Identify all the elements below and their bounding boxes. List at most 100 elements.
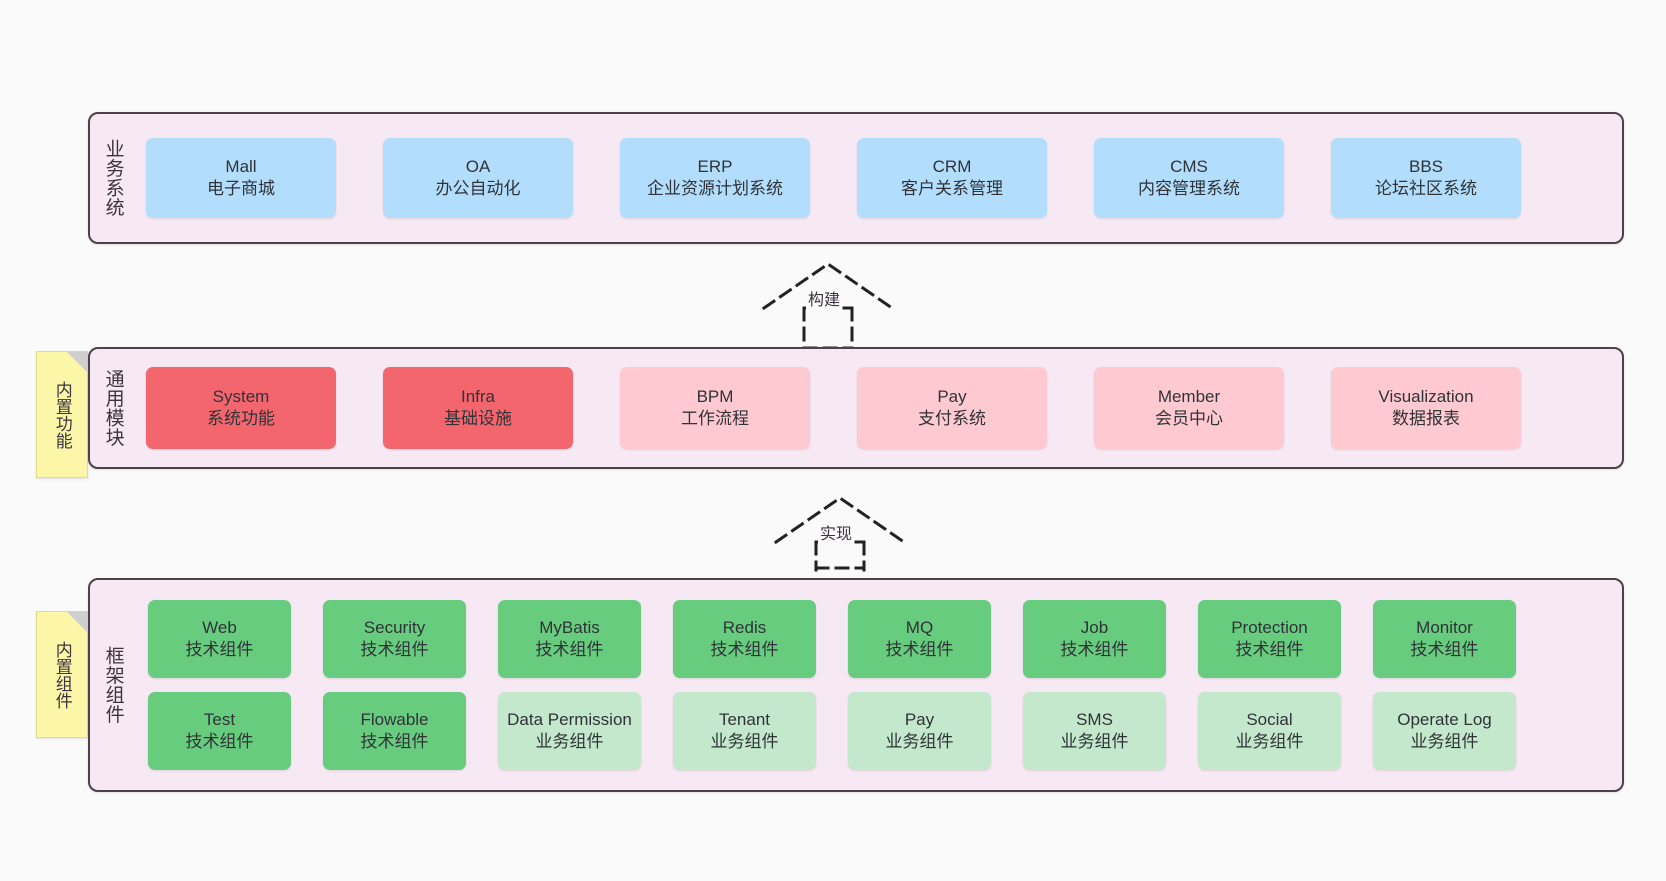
framework-node-social[interactable]: Social 业务组件 (1198, 692, 1341, 770)
node-subtitle: 技术组件 (535, 640, 604, 659)
business-node-oa[interactable]: OA 办公自动化 (383, 138, 573, 218)
framework-node-security[interactable]: Security 技术组件 (323, 600, 466, 678)
node-title: Data Permission (507, 709, 632, 729)
node-subtitle: 业务组件 (1235, 732, 1304, 751)
connector-implement-label: 实现 (818, 520, 855, 544)
node-subtitle: 工作流程 (681, 409, 749, 428)
node-title: Tenant (718, 709, 771, 729)
node-subtitle: 技术组件 (1060, 640, 1129, 659)
node-title: Test (203, 709, 236, 729)
business-node-mall[interactable]: Mall 电子商城 (146, 138, 336, 218)
node-title: Protection (1231, 617, 1308, 637)
node-title: Social (1246, 709, 1293, 729)
node-title: Pay (904, 709, 935, 729)
node-subtitle: 会员中心 (1155, 409, 1223, 428)
framework-node-flowable[interactable]: Flowable 技术组件 (323, 692, 466, 770)
node-subtitle: 数据报表 (1392, 409, 1460, 428)
node-subtitle: 技术组件 (1410, 640, 1479, 659)
node-title: BBS (1408, 156, 1444, 176)
connector-implement: 实现 (772, 492, 912, 572)
node-title: Member (1157, 386, 1221, 406)
node-title: Web (202, 617, 237, 637)
layer-title-business-system: 业务系统 (102, 139, 124, 217)
note-builtin-component: 内置组件 (36, 611, 88, 738)
node-subtitle: 技术组件 (885, 640, 954, 659)
node-title: CRM (932, 156, 972, 176)
framework-node-tenant[interactable]: Tenant 业务组件 (673, 692, 816, 770)
node-title: ERP (697, 156, 733, 176)
node-title: OA (465, 156, 491, 176)
node-subtitle: 业务组件 (1410, 732, 1479, 751)
node-title: Redis (722, 617, 767, 637)
node-subtitle: 技术组件 (185, 732, 254, 751)
framework-node-mq[interactable]: MQ 技术组件 (848, 600, 991, 678)
node-title: Flowable (360, 709, 429, 729)
node-subtitle: 技术组件 (360, 640, 429, 659)
note-fold-corner-icon (67, 352, 87, 372)
framework-node-operate-log[interactable]: Operate Log 业务组件 (1373, 692, 1516, 770)
node-title: CMS (1170, 156, 1208, 176)
framework-node-test[interactable]: Test 技术组件 (148, 692, 291, 770)
module-node-bpm[interactable]: BPM 工作流程 (620, 367, 810, 449)
note-builtin-component-label: 内置组件 (52, 640, 72, 709)
node-title: Operate Log (1397, 709, 1492, 729)
node-title: Infra (460, 386, 496, 406)
node-subtitle: 系统功能 (207, 409, 275, 428)
node-title: SMS (1076, 709, 1113, 729)
framework-node-data-permission[interactable]: Data Permission 业务组件 (498, 692, 641, 770)
node-subtitle: 企业资源计划系统 (647, 179, 783, 198)
node-title: MQ (905, 617, 934, 637)
framework-node-protection[interactable]: Protection 技术组件 (1198, 600, 1341, 678)
connector-build-label: 构建 (806, 286, 843, 310)
framework-node-web[interactable]: Web 技术组件 (148, 600, 291, 678)
note-builtin-function: 内置功能 (36, 351, 88, 478)
layer-title-framework-component: 框架组件 (102, 646, 124, 724)
node-title: Mall (225, 156, 257, 176)
framework-node-job[interactable]: Job 技术组件 (1023, 600, 1166, 678)
node-subtitle: 办公自动化 (435, 179, 521, 198)
framework-node-sms[interactable]: SMS 业务组件 (1023, 692, 1166, 770)
module-node-system[interactable]: System 系统功能 (146, 367, 336, 449)
module-node-pay[interactable]: Pay 支付系统 (857, 367, 1047, 449)
business-node-erp[interactable]: ERP 企业资源计划系统 (620, 138, 810, 218)
note-builtin-function-label: 内置功能 (52, 380, 72, 449)
layer-title-common-module: 通用模块 (102, 369, 124, 447)
node-title: Pay (937, 386, 967, 406)
node-subtitle: 技术组件 (1235, 640, 1304, 659)
module-node-visualization[interactable]: Visualization 数据报表 (1331, 367, 1521, 449)
layer-business-system: 业务系统 Mall 电子商城 OA 办公自动化 ERP 企业资源计划系统 CRM 客户关系管理… (88, 112, 1624, 244)
node-title: Job (1080, 617, 1109, 637)
node-subtitle: 技术组件 (360, 732, 429, 751)
node-subtitle: 客户关系管理 (901, 179, 1003, 198)
node-title: Visualization (1378, 386, 1474, 406)
note-fold-corner-icon (67, 612, 87, 632)
node-subtitle: 业务组件 (710, 732, 779, 751)
node-title: BPM (696, 386, 734, 406)
node-subtitle: 电子商城 (207, 179, 275, 198)
node-title: Security (363, 617, 426, 637)
node-subtitle: 业务组件 (535, 732, 604, 751)
framework-node-pay[interactable]: Pay 业务组件 (848, 692, 991, 770)
node-subtitle: 支付系统 (918, 409, 986, 428)
business-node-crm[interactable]: CRM 客户关系管理 (857, 138, 1047, 218)
node-subtitle: 技术组件 (185, 640, 254, 659)
connector-build: 构建 (760, 258, 900, 352)
node-title: System (212, 386, 270, 406)
node-subtitle: 业务组件 (1060, 732, 1129, 751)
node-subtitle: 业务组件 (885, 732, 954, 751)
module-node-member[interactable]: Member 会员中心 (1094, 367, 1284, 449)
